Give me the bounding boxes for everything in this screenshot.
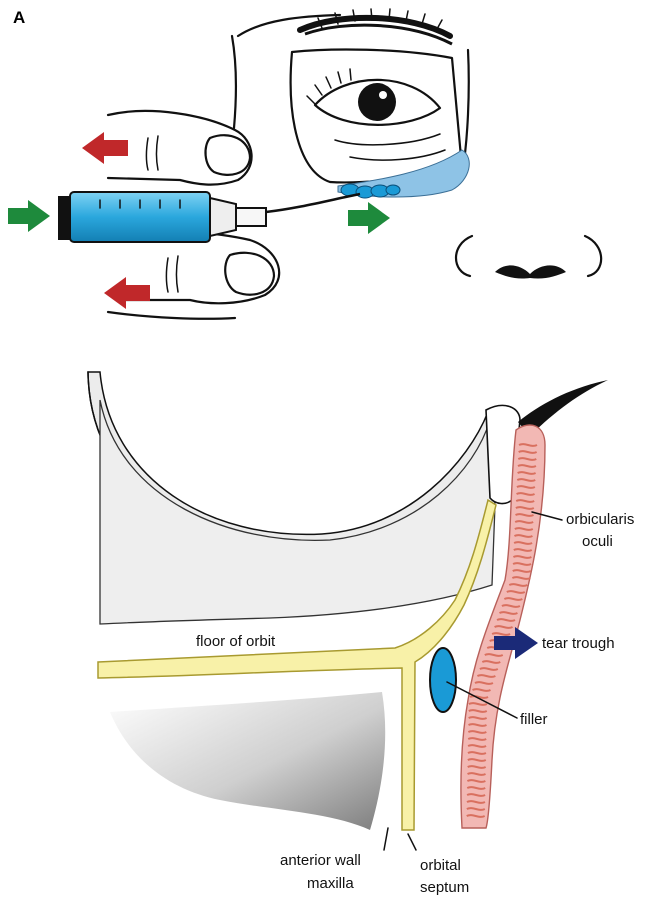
panel-letter: A xyxy=(13,8,25,27)
label-orbital: orbital xyxy=(420,857,461,874)
push-arrow-left xyxy=(8,200,50,232)
label-anterior-wall: anterior wall xyxy=(280,852,361,869)
label-oculi: oculi xyxy=(582,533,613,550)
filler-bolus xyxy=(430,648,456,712)
hand-outline xyxy=(108,36,236,319)
push-arrow-right xyxy=(348,202,390,234)
syringe-icon xyxy=(58,192,360,242)
nose-icon xyxy=(456,236,601,279)
label-maxilla: maxilla xyxy=(307,875,354,892)
top-panel: A xyxy=(8,8,601,319)
septum-leader xyxy=(408,834,416,850)
label-filler: filler xyxy=(520,711,548,728)
anterior-wall-leader xyxy=(384,828,388,850)
bottom-panel: orbicularis oculi tear trough floor of o… xyxy=(88,372,634,896)
label-septum: septum xyxy=(420,879,469,896)
label-tear-trough: tear trough xyxy=(542,635,615,652)
maxillary-sinus xyxy=(110,692,385,830)
orbital-content xyxy=(100,400,495,624)
label-floor-of-orbit: floor of orbit xyxy=(196,633,276,650)
pull-arrow-lower xyxy=(104,277,150,309)
eye-icon xyxy=(307,69,445,160)
upper-finger xyxy=(108,111,252,185)
label-orbicularis: orbicularis xyxy=(566,511,634,528)
eyebrow xyxy=(300,9,452,44)
pull-arrow-upper xyxy=(82,132,128,164)
face-outline xyxy=(238,15,469,175)
